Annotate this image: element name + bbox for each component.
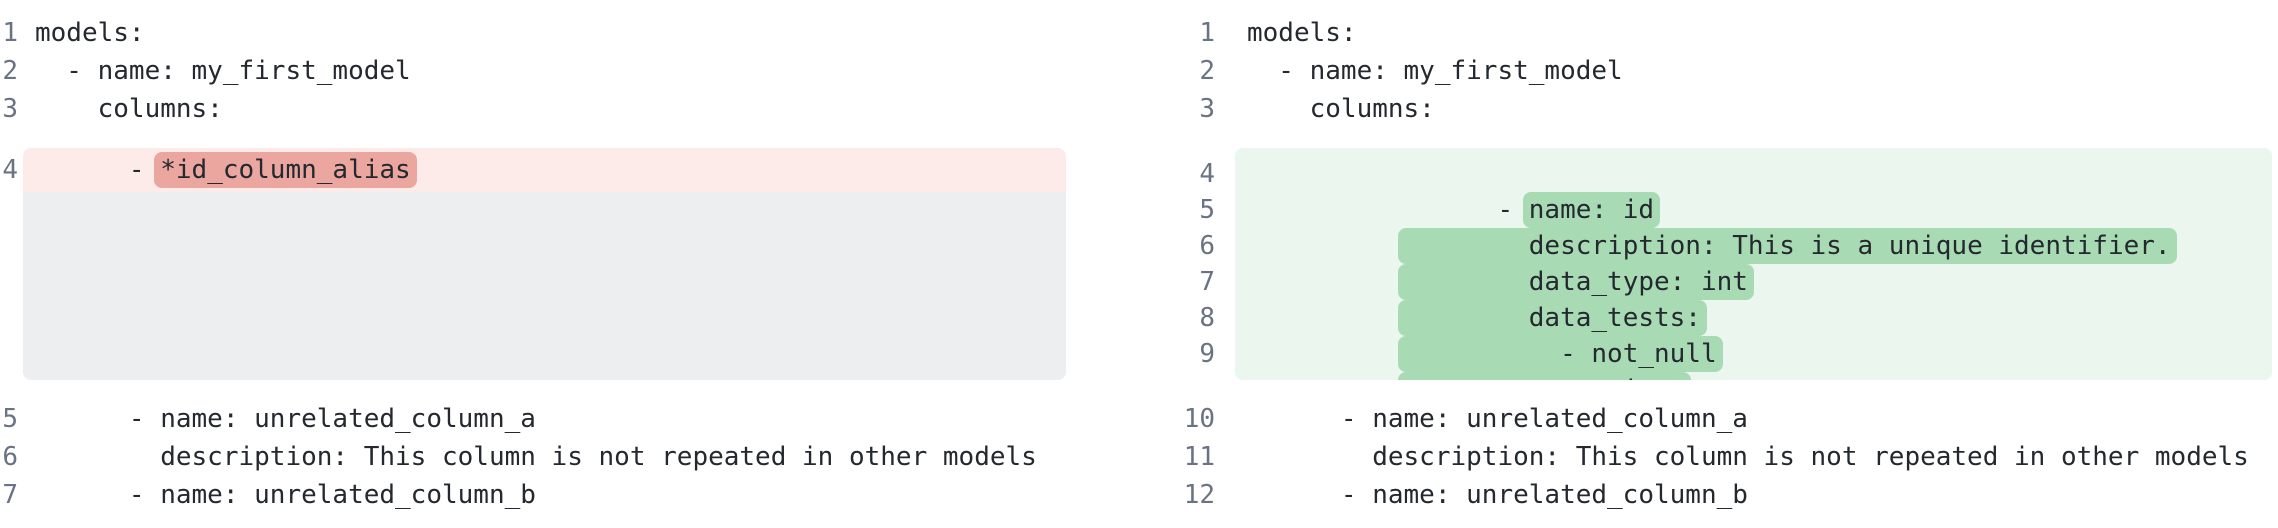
added-line-highlight: data_tests: xyxy=(1235,264,2272,336)
code-line: 11 description: This column is not repea… xyxy=(1139,438,2278,476)
line-number: 6 xyxy=(1199,231,1215,261)
removed-change-group: 4 - *id_column_alias xyxy=(0,148,1139,380)
added-line-highlight: - name: id xyxy=(1235,156,2272,228)
added-change-group: 4 5 6 7 8 9 - name: id description: This… xyxy=(1139,148,2278,380)
diff-pane-original: 1 models: 2 - name: my_first_model 3 col… xyxy=(0,14,1139,514)
line-number: 1 xyxy=(1199,18,1215,48)
code-line: 2 - name: my_first_model xyxy=(1139,52,2278,90)
code-text: - name: unrelated_column_b xyxy=(1247,480,1748,510)
added-line-highlight: description: This is a unique identifier… xyxy=(1235,192,2272,264)
removed-word-highlight: *id_column_alias xyxy=(154,152,417,188)
diff-pane-modified: 1 models: 2 - name: my_first_model 3 col… xyxy=(1139,0,2278,528)
line-number: 5 xyxy=(2,404,18,434)
code-text: - name: unrelated_column_a xyxy=(1247,404,1748,434)
added-word-highlight: name: id xyxy=(1522,192,1661,228)
code-text: - xyxy=(35,155,161,185)
line-number: 8 xyxy=(1199,303,1215,333)
code-text: description: This column is not repeated… xyxy=(1247,442,2249,472)
added-block: - name: id description: This is a unique… xyxy=(1235,148,2272,380)
line-number-gutter: 4 xyxy=(0,148,18,380)
line-number: 7 xyxy=(1199,267,1215,297)
line-number: 7 xyxy=(2,480,18,510)
line-number: 10 xyxy=(1183,404,1215,434)
line-number: 1 xyxy=(2,18,18,48)
line-number: 2 xyxy=(1199,56,1215,86)
line-number: 9 xyxy=(1199,339,1215,369)
added-word-highlight: data_tests: xyxy=(1397,300,1707,336)
added-word-highlight: description: This is a unique identifier… xyxy=(1397,228,2177,264)
line-number: 4 xyxy=(1199,159,1215,189)
line-number-gutter: 4 5 6 7 8 9 xyxy=(1139,148,1215,380)
code-line: 5 - name: unrelated_column_a xyxy=(0,400,1139,438)
code-text: - name: my_first_model xyxy=(35,56,411,86)
added-line-highlight: data_type: int xyxy=(1235,228,2272,300)
code-text: models: xyxy=(35,18,145,48)
line-number: 2 xyxy=(2,56,18,86)
code-line: 3 columns: xyxy=(0,90,1139,128)
line-number: 12 xyxy=(1183,480,1215,510)
line-number: 11 xyxy=(1183,442,1215,472)
code-text: description: This column is not repeated… xyxy=(35,442,1037,472)
added-line-highlight: - not_null xyxy=(1235,300,2272,372)
code-text: - name: unrelated_column_b xyxy=(35,480,536,510)
removed-block: - *id_column_alias xyxy=(23,148,1066,380)
code-line: 1 models: xyxy=(0,14,1139,52)
code-line: 2 - name: my_first_model xyxy=(0,52,1139,90)
line-number: 3 xyxy=(2,94,18,124)
added-word-highlight: data_type: int xyxy=(1397,264,1754,300)
line-number: 5 xyxy=(1199,195,1215,225)
collapsed-placeholder xyxy=(23,192,1066,380)
added-word-highlight: - unique xyxy=(1397,372,1692,380)
code-line: 7 - name: unrelated_column_b xyxy=(0,476,1139,514)
removed-line-highlight: - *id_column_alias xyxy=(23,148,1066,192)
code-line: 3 columns: xyxy=(1139,90,2278,128)
added-line-highlight: - unique xyxy=(1235,336,2272,380)
code-text: - name: unrelated_column_a xyxy=(35,404,536,434)
code-text: - name: my_first_model xyxy=(1247,56,1623,86)
code-line: 6 description: This column is not repeat… xyxy=(0,438,1139,476)
line-number: 3 xyxy=(1199,94,1215,124)
code-line: 12 - name: unrelated_column_b xyxy=(1139,476,2278,514)
code-line: 1 models: xyxy=(1139,14,2278,52)
code-line: 10 - name: unrelated_column_a xyxy=(1139,400,2278,438)
code-text: - xyxy=(1403,195,1529,225)
code-text: columns: xyxy=(1247,94,1435,124)
code-text: models: xyxy=(1247,18,1357,48)
added-word-highlight: - not_null xyxy=(1397,336,1723,372)
line-number: 4 xyxy=(2,155,18,185)
line-number: 6 xyxy=(2,442,18,472)
code-text: columns: xyxy=(35,94,223,124)
